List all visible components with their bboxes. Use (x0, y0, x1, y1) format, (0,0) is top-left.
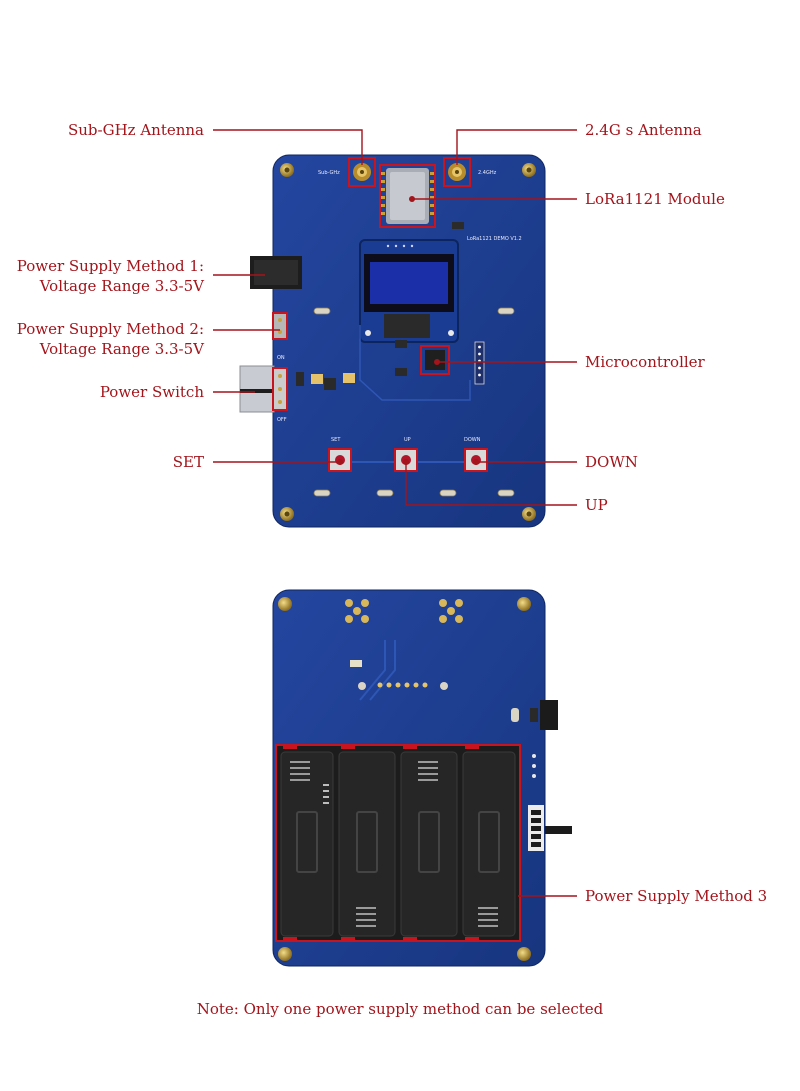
power-header (272, 312, 288, 340)
mounting-screw (517, 597, 531, 611)
pin-header-vertical (474, 341, 485, 385)
back-board (272, 589, 572, 967)
mounting-screw (517, 947, 531, 961)
footer-note: Note: Only one power supply method can b… (196, 1000, 604, 1018)
label-power-switch: Power Switch (99, 383, 204, 401)
silk-on: ON (277, 355, 285, 361)
label-power-supply-method-3: Power Supply Method 3 (585, 887, 768, 905)
leader-lines (213, 129, 577, 897)
label-up: UP (585, 496, 608, 514)
power-switch (239, 365, 288, 413)
label-set: SET (172, 453, 204, 471)
silk-off: OFF (277, 417, 287, 423)
label-microcontroller: Microcontroller (585, 353, 705, 371)
silk-sub-ghz: Sub-GHz (318, 170, 340, 176)
front-board: Sub-GHz 2.4GHz LoRa1121 DEMO V1.2 SET UP… (239, 154, 546, 528)
label-sub-ghz-antenna: Sub-GHz Antenna (67, 121, 204, 139)
lora-module (379, 164, 436, 228)
dc-barrel-jack (250, 256, 302, 289)
label-psm2-line1: Power Supply Method 2: (16, 320, 204, 338)
sub-ghz-antenna-connector (348, 157, 376, 187)
label-psm2-line2: Voltage Range 3.3-5V (39, 340, 204, 358)
label-down: DOWN (585, 453, 638, 471)
label-2-4g-antenna: 2.4G s Antenna (585, 121, 702, 139)
label-psm1-line2: Voltage Range 3.3-5V (39, 277, 204, 295)
leader-dots (337, 196, 479, 465)
silk-set: SET (331, 437, 341, 443)
label-psm1-line1: Power Supply Method 1: (16, 257, 204, 275)
silk-2-4ghz: 2.4GHz (478, 170, 497, 176)
mounting-screw (278, 597, 292, 611)
silk-down: DOWN (464, 437, 481, 443)
oled-display (359, 239, 459, 343)
battery-holder (275, 744, 521, 942)
silk-up: UP (404, 437, 411, 443)
mounting-screw (278, 947, 292, 961)
label-lora-module: LoRa1121 Module (585, 190, 725, 208)
silk-board-title: LoRa1121 DEMO V1.2 (467, 236, 522, 242)
